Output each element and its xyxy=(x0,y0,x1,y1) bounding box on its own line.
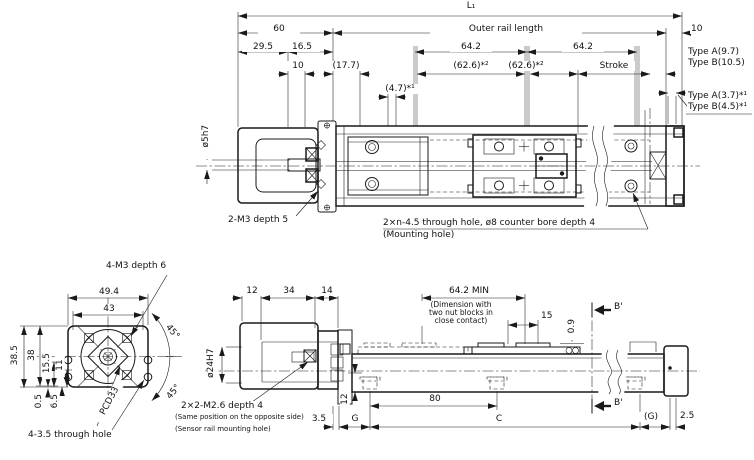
label-type-a-clearance: Type A(3.7)*¹ xyxy=(687,91,749,102)
dim-14: 14 xyxy=(314,286,340,297)
front-view-linework xyxy=(28,298,182,414)
note-mounting-hole-sub: (Mounting hole) xyxy=(382,230,456,241)
dim-c: C xyxy=(491,414,507,425)
dim-outer-rail-length: Outer rail length xyxy=(430,24,582,35)
note-m3-depth6: 4-M3 depth 6 xyxy=(105,261,168,272)
dim-17-7: (17.7) xyxy=(326,61,366,72)
label-type-b-end: Type B(10.5) xyxy=(687,58,746,69)
note-m26: 2×2-M2.6 depth 4 xyxy=(180,401,264,412)
dim-29-5: 29.5 xyxy=(242,42,284,53)
front-view-dimensions xyxy=(20,274,168,431)
dim-12-top: 12 xyxy=(239,286,265,297)
top-view-dimensions xyxy=(204,12,752,230)
note-nut-blocks-2: two nut blocks in xyxy=(416,308,506,318)
dim-2-5: 2.5 xyxy=(679,411,696,422)
dim-10-left: 10 xyxy=(283,61,313,72)
dim-24h7: ø24H7 xyxy=(205,336,217,391)
dim-64-2-second: 64.2 xyxy=(562,42,604,53)
dim-64-2-min: 64.2 MIN xyxy=(432,286,506,297)
note-nut-blocks-3: close contact) xyxy=(416,316,506,326)
note-m3-depth5: 2-M3 depth 5 xyxy=(227,215,290,226)
dim-g-left: G xyxy=(347,414,363,425)
dim-4-7: (4.7)*¹ xyxy=(377,84,423,95)
dim-49-4: 49.4 xyxy=(88,287,130,298)
dim-16-5: 16.5 xyxy=(284,42,320,53)
dim-g-right: (G) xyxy=(637,412,665,423)
note-through-hole: 4-3.5 through hole xyxy=(27,430,113,441)
label-section-b-bottom: B' xyxy=(614,398,623,408)
dim-0-5: 0.5 xyxy=(33,388,45,415)
note-mounting-hole: 2×n-4.5 through hole, ø8 counter bore de… xyxy=(382,218,597,229)
dim-15: 15 xyxy=(540,311,554,322)
dim-38: 38 xyxy=(26,341,38,370)
top-view-linework xyxy=(196,46,700,213)
note-m26-sub1: (Same position on the opposite side) xyxy=(174,413,305,422)
dim-3-5: 3.5 xyxy=(305,414,333,425)
dim-34: 34 xyxy=(274,286,304,297)
dim-62-6-first: (62.6)*² xyxy=(446,61,496,72)
dim-shaft-dia: ø5h7 xyxy=(200,113,212,160)
dim-0-9: 0.9 xyxy=(566,312,578,341)
dim-60: 60 xyxy=(258,24,300,35)
dim-80: 80 xyxy=(420,394,450,405)
note-nut-blocks-1: (Dimension with xyxy=(416,300,506,310)
label-section-b-top: B' xyxy=(614,302,623,312)
label-type-a-end: Type A(9.7) xyxy=(687,47,741,58)
dim-64-2-first: 64.2 xyxy=(450,42,492,53)
dim-38-5: 38.5 xyxy=(9,338,21,373)
dim-stroke: Stroke xyxy=(593,61,635,72)
label-type-b-clearance: Type B(4.5)*¹ xyxy=(687,102,749,113)
dim-11: 11 xyxy=(54,353,66,378)
dim-6-5: 6.5 xyxy=(49,388,61,415)
dim-43: 43 xyxy=(88,304,130,315)
dim-10-right: 10 xyxy=(690,24,704,35)
dim-62-6-second: (62.6)*² xyxy=(501,61,551,72)
dim-15-5: 15.5 xyxy=(41,347,53,380)
note-m26-sub2: (Sensor rail mounting hole) xyxy=(174,425,272,434)
dim-12-side: 12 xyxy=(339,387,351,412)
dim-l1: L₁ xyxy=(440,1,502,12)
